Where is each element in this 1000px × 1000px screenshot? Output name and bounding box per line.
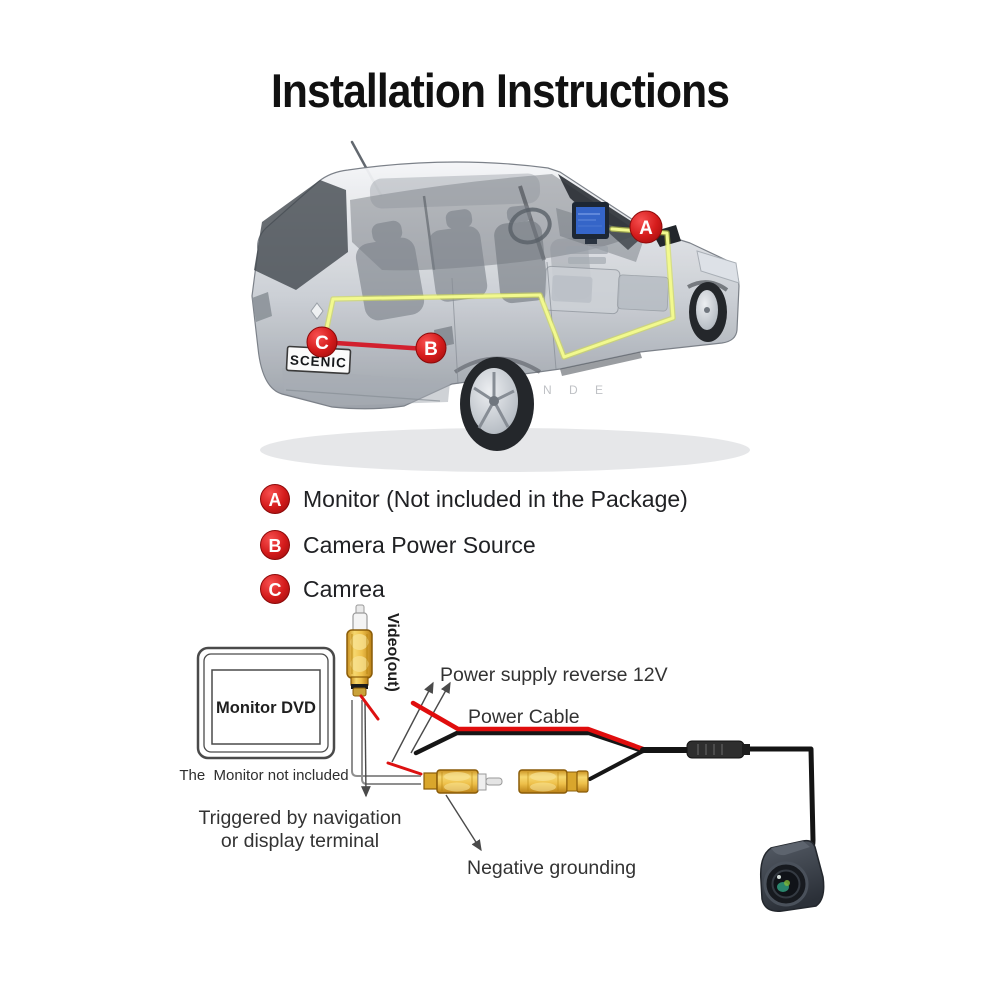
legend-row-a: A Monitor (Not included in the Package) <box>260 484 688 514</box>
wiring-diagram: Monitor DVD The Monitor not included Vid… <box>179 604 825 912</box>
rca-male-connector <box>423 769 503 794</box>
camera-top-face <box>771 841 810 856</box>
license-plate-text: SCENIC <box>290 353 348 371</box>
power-supply-arrow-2 <box>410 681 451 754</box>
legend-label-c: Camrea <box>303 576 385 602</box>
power-cable-label: Power Cable <box>468 706 580 728</box>
legend: A Monitor (Not included in the Package) … <box>260 484 688 604</box>
negative-grounding-label: Negative grounding <box>467 857 636 879</box>
legend-badge-c-letter: C <box>269 580 282 600</box>
car-badge-b-letter: B <box>424 339 438 360</box>
legend-badge-a <box>260 484 290 514</box>
license-plate: SCENIC <box>285 345 352 375</box>
car-radio-stack <box>566 246 608 264</box>
monitor-dvd-label: Monitor DVD <box>216 699 316 717</box>
trigger-arrow <box>360 701 371 798</box>
legend-badge-c <box>260 574 290 604</box>
video-out-label: Video(out) <box>384 613 401 692</box>
monitor-note: The Monitor not included <box>179 767 348 784</box>
power-supply-arrow-1 <box>391 681 434 763</box>
car-badge-a: A <box>629 210 663 244</box>
steering-wheel <box>508 207 552 245</box>
legend-badge-b <box>260 530 290 560</box>
power-route-c-to-b <box>333 340 429 352</box>
rear-camera <box>759 839 825 912</box>
video-cable-route <box>324 227 675 359</box>
car-rear-window <box>254 180 348 290</box>
trigger-label-line1: Triggered by navigation <box>198 807 401 829</box>
rear-bumper <box>282 368 450 406</box>
legend-row-c: C Camrea <box>260 574 385 604</box>
car-floor-boxes <box>543 265 670 315</box>
legend-label-b: Camera Power Source <box>303 532 536 558</box>
red-wire-stub-top <box>359 694 380 721</box>
negative-wire-branch <box>588 749 645 781</box>
taillight-left <box>252 292 272 322</box>
video-cable-lines <box>351 700 421 785</box>
page-title: Installation Instructions <box>271 64 729 117</box>
legend-badge-b-letter: B <box>269 536 282 556</box>
bumper-line <box>285 389 441 402</box>
positive-wire <box>410 700 646 752</box>
monitor-dvd-screen <box>211 669 321 745</box>
car-badge-c: C <box>306 326 338 358</box>
watermark-text: N D E <box>543 383 610 397</box>
car-roof-glass <box>369 173 541 209</box>
monitor-dvd-box: Monitor DVD <box>196 646 336 760</box>
negative-wire <box>413 730 646 756</box>
renault-logo <box>310 302 324 320</box>
legend-label-a: Monitor (Not included in the Package) <box>303 486 688 512</box>
rear-wheel <box>460 357 534 451</box>
rca-female-connector <box>518 769 589 794</box>
car-badge-b: B <box>415 332 447 364</box>
front-wheel <box>689 282 727 342</box>
negative-grounding-arrow <box>445 794 482 852</box>
dash-monitor <box>572 202 609 244</box>
red-wire-stub-bottom <box>386 761 423 776</box>
car-cutaway-illustration: SCENIC N D E A B C <box>251 140 750 472</box>
legend-badge-a-letter: A <box>269 490 282 510</box>
video-out-rca-plug <box>346 604 373 697</box>
legend-row-b: B Camera Power Source <box>260 530 536 560</box>
power-supply-label: Power supply reverse 12V <box>440 664 668 686</box>
barrel-connector <box>686 740 750 759</box>
car-shadow <box>260 428 750 472</box>
trigger-label-line2: or display terminal <box>221 830 379 852</box>
headlight <box>696 250 740 284</box>
rocker-shadow <box>560 352 642 376</box>
car-badge-a-letter: A <box>639 218 653 239</box>
car-badge-c-letter: C <box>315 333 329 354</box>
